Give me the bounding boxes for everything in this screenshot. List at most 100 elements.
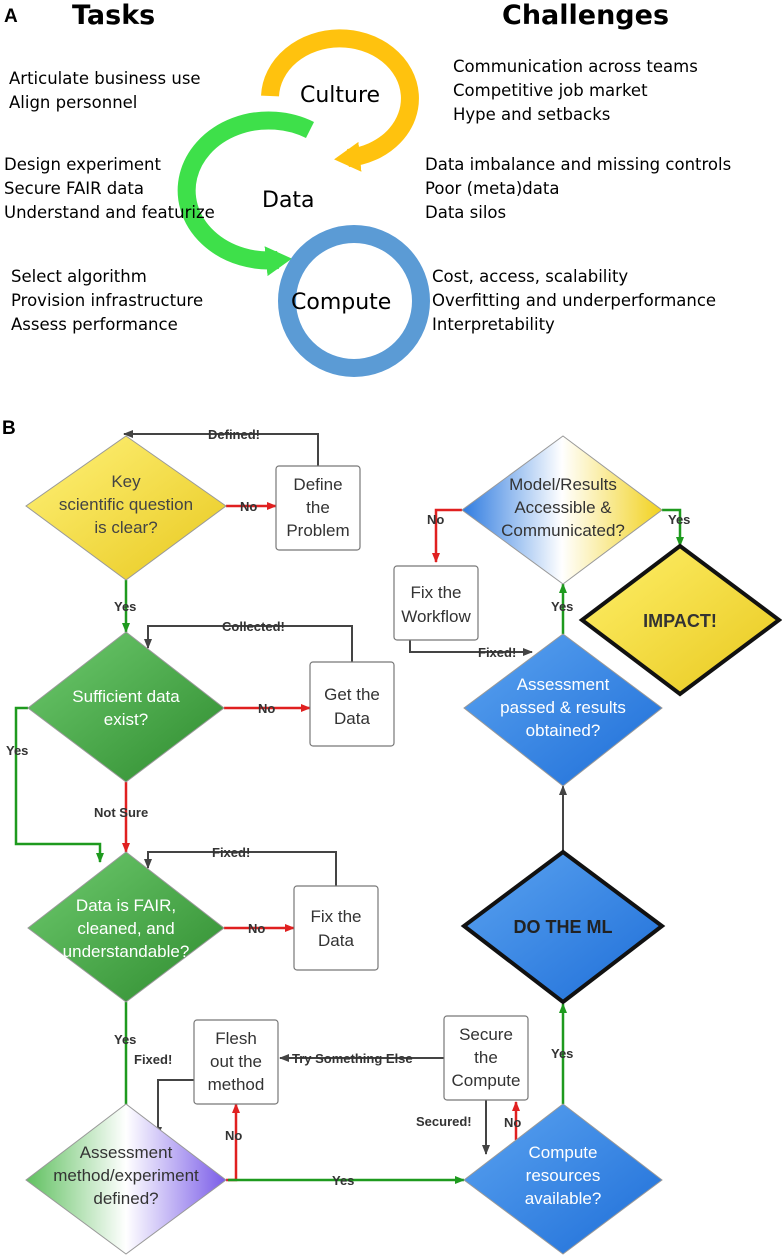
box-workflow-text: Fix the Workflow <box>401 583 471 626</box>
task-data-1: Design experiment <box>4 155 162 174</box>
label-assessment-yes: Yes <box>332 1173 354 1188</box>
challenge-culture-3: Hype and setbacks <box>453 105 610 124</box>
edge-fixed-workflow <box>409 640 533 656</box>
task-culture-2: Align personnel <box>9 93 137 112</box>
label-compute-no: No <box>504 1115 521 1130</box>
decision-assessment-defined <box>25 1103 227 1255</box>
task-compute-3: Assess performance <box>11 315 178 334</box>
decision-assessment-passed <box>463 633 663 787</box>
label-fair-yes: Yes <box>114 1032 136 1047</box>
box-flesh-method <box>193 1019 279 1105</box>
fix-data-line-1: Fix the <box>310 907 361 926</box>
get-line-2: Data <box>334 709 370 728</box>
tasks-header: Tasks <box>72 0 155 31</box>
culture-ring-arrow <box>261 29 419 172</box>
box-fix-data-text: Fix the Data <box>310 907 361 950</box>
get-line-1: Get the <box>324 685 380 704</box>
box-get-text: Get the Data <box>324 685 380 728</box>
accessible-line-2: Accessible & <box>514 498 612 517</box>
question-line-3: is clear? <box>94 518 157 537</box>
label-try-else: Try Something Else <box>292 1051 413 1066</box>
challenge-data-2: Poor (meta)data <box>425 179 559 198</box>
compute-line-3: available? <box>525 1189 602 1208</box>
edge-fixed-method <box>154 1079 194 1137</box>
box-fix-data <box>293 885 379 971</box>
box-secure-compute <box>443 1015 529 1101</box>
challenge-culture-1: Communication across teams <box>453 57 698 76</box>
box-flesh-text: Flesh out the method <box>208 1029 265 1094</box>
label-fair-no: No <box>248 921 265 936</box>
box-get-data <box>309 661 395 747</box>
challenge-compute-3: Interpretability <box>432 315 555 334</box>
task-data-2: Secure FAIR data <box>4 179 144 198</box>
challenges-header: Challenges <box>502 0 669 31</box>
question-line-1: Key <box>111 472 141 491</box>
label-not-sure: Not Sure <box>94 805 148 820</box>
decision-data-fair <box>27 851 225 1003</box>
passed-line-2: passed & results <box>500 698 626 717</box>
assessment-line-3: defined? <box>93 1189 158 1208</box>
decision-sufficient-text: Sufficient data exist? <box>72 687 180 729</box>
label-sufficient-yes: Yes <box>6 743 28 758</box>
task-culture-1: Articulate business use <box>9 69 201 88</box>
label-question-no: No <box>240 499 257 514</box>
box-define-text: Define the Problem <box>286 475 349 540</box>
box-secure-text: Secure the Compute <box>452 1025 521 1090</box>
workflow-line-2: Workflow <box>401 607 471 626</box>
label-passed-yes: Yes <box>551 599 573 614</box>
panel-a-label: A <box>4 6 18 27</box>
label-access-yes: Yes <box>668 512 690 527</box>
label-question-yes: Yes <box>114 599 136 614</box>
define-line-1: Define <box>293 475 342 494</box>
compute-ring <box>278 225 430 377</box>
label-sufficient-no: No <box>258 701 275 716</box>
passed-line-1: Assessment <box>517 675 610 694</box>
decision-accessible-text: Model/Results Accessible & Communicated? <box>501 475 625 540</box>
task-compute-1: Select algorithm <box>11 267 147 286</box>
challenge-compute-1: Cost, access, scalability <box>432 267 628 286</box>
sufficient-line-2: exist? <box>104 710 148 729</box>
decision-fair-text: Data is FAIR, cleaned, and understandabl… <box>63 896 190 961</box>
impact-label: IMPACT! <box>643 611 717 631</box>
secure-line-1: Secure <box>459 1025 513 1044</box>
question-line-2: scientific question <box>59 495 193 514</box>
edge-fixed-data <box>144 851 337 886</box>
challenge-compute-2: Overfitting and underperformance <box>432 291 716 310</box>
data-ring-arrow <box>177 111 314 277</box>
passed-line-3: obtained? <box>526 721 601 740</box>
box-fix-workflow <box>393 565 479 641</box>
edge-access-yes <box>662 508 684 547</box>
decision-compute-available <box>463 1103 663 1255</box>
edge-sufficient-yes <box>14 706 104 863</box>
label-defined: Defined! <box>208 427 260 442</box>
workflow-line-1: Fix the <box>410 583 461 602</box>
do-ml-label: DO THE ML <box>514 917 613 937</box>
compute-line-1: Compute <box>529 1143 598 1162</box>
flesh-line-2: out the <box>210 1052 262 1071</box>
fix-data-line-2: Data <box>318 931 354 950</box>
panel-b-label: B <box>2 418 16 439</box>
label-secured: Secured! <box>416 1114 472 1129</box>
edge-collected <box>144 625 353 662</box>
label-fixed-workflow: Fixed! <box>478 645 516 660</box>
fair-line-3: understandable? <box>63 942 190 961</box>
culture-ring-label: Culture <box>300 83 380 108</box>
accessible-line-3: Communicated? <box>501 521 625 540</box>
assessment-line-2: method/experiment <box>53 1166 199 1185</box>
label-fixed-data: Fixed! <box>212 845 250 860</box>
secure-line-2: the <box>474 1048 498 1067</box>
challenge-data-1: Data imbalance and missing controls <box>425 155 731 174</box>
label-assessment-no: No <box>225 1128 242 1143</box>
edge-access-no <box>432 508 462 563</box>
label-fixed-method: Fixed! <box>134 1052 172 1067</box>
decision-results-accessible <box>461 435 663 585</box>
edge-defined <box>123 430 319 466</box>
decision-assessment-text: Assessment method/experiment defined? <box>53 1143 199 1208</box>
decision-compute-text: Compute resources available? <box>525 1143 602 1208</box>
fair-line-2: cleaned, and <box>77 919 174 938</box>
label-compute-yes: Yes <box>551 1046 573 1061</box>
flesh-line-3: method <box>208 1075 265 1094</box>
task-data-3: Understand and featurize <box>4 203 215 222</box>
decision-question-clear <box>25 435 227 581</box>
